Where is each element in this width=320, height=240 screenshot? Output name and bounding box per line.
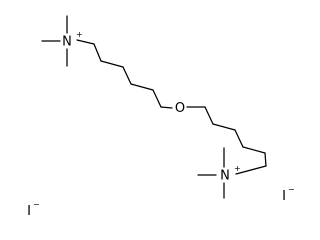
bottom-nitrogen-charge: + (234, 164, 241, 173)
bond-c1-c2 (93, 43, 102, 62)
iodide-right-charge: − (288, 185, 295, 194)
chemical-structure: N + O N + I − I − (27, 15, 295, 219)
iodide-left-symbol: I (27, 204, 31, 219)
bottom-ammonium-nitrogen: N + (220, 164, 241, 184)
iodide-counterion-right: I − (282, 185, 295, 204)
iodide-counterion-left: I − (27, 200, 40, 219)
bond-c3-c4 (122, 66, 132, 85)
bond-c5-c6 (152, 89, 162, 108)
oxygen-symbol: O (175, 101, 185, 116)
bond-c12-bottom-n (235, 165, 267, 175)
bottom-nitrogen-symbol: N (220, 169, 230, 184)
bottom-pentyl-chain (186, 106, 267, 175)
bond-c9-c10 (234, 129, 244, 148)
top-pentyl-chain (76, 39, 173, 109)
top-nitrogen-symbol: N (62, 35, 72, 50)
bond-top-n-c1 (76, 39, 95, 45)
ether-oxygen: O (175, 101, 185, 116)
bond-c11-c12 (264, 152, 267, 167)
iodide-right-symbol: I (282, 189, 286, 204)
bond-c8-c9 (212, 123, 236, 131)
iodide-left-charge: − (33, 200, 40, 209)
top-ammonium-nitrogen: N + (62, 30, 83, 50)
top-ammonium-methyls (41, 15, 68, 67)
bond-c6-o (160, 106, 173, 109)
top-nitrogen-charge: + (76, 30, 83, 39)
bond-c2-c3 (100, 60, 124, 68)
bottom-ammonium-methyls (197, 147, 225, 199)
bond-c7-c8 (204, 106, 214, 125)
bond-c10-c11 (242, 146, 266, 154)
bond-c4-c5 (130, 83, 154, 91)
